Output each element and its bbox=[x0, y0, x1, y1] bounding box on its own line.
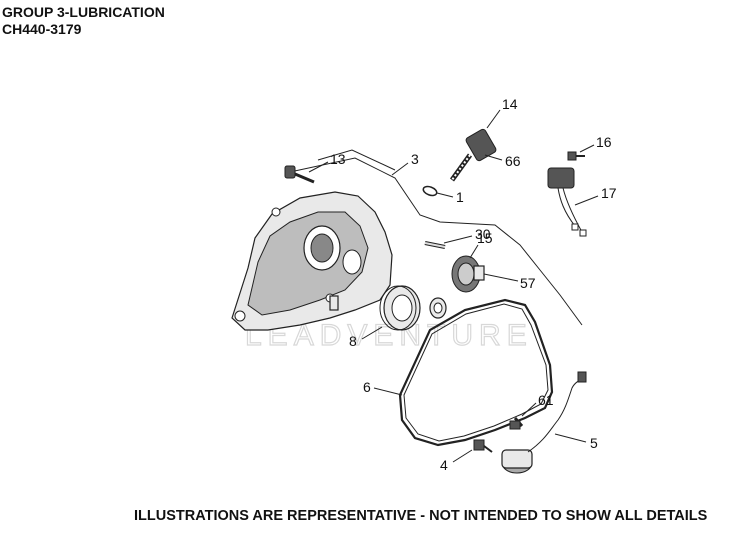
leader-15 bbox=[469, 244, 479, 259]
diagram-title: GROUP 3-LUBRICATION bbox=[2, 4, 165, 20]
callout-16: 16 bbox=[596, 134, 612, 150]
leader-57 bbox=[483, 273, 519, 282]
part-16-screw[interactable] bbox=[567, 151, 585, 161]
leader-6 bbox=[373, 387, 403, 396]
leader-3 bbox=[391, 162, 409, 176]
part-1-oring[interactable] bbox=[422, 185, 438, 197]
callout-66: 66 bbox=[505, 153, 521, 169]
callout-8: 8 bbox=[349, 333, 357, 349]
leader-8 bbox=[361, 326, 383, 340]
gasket-inner-edge bbox=[403, 303, 549, 442]
leader-30 bbox=[443, 235, 473, 244]
part-61-screw[interactable] bbox=[509, 417, 524, 430]
part-15-gear[interactable] bbox=[451, 255, 485, 293]
callout-14: 14 bbox=[502, 96, 518, 112]
leader-17 bbox=[574, 195, 599, 206]
part-8-bearing[interactable] bbox=[379, 285, 421, 331]
callout-15: 15 bbox=[477, 230, 493, 246]
part-14-sensor[interactable] bbox=[449, 128, 497, 182]
callout-6: 6 bbox=[363, 379, 371, 395]
part-13-bolt[interactable] bbox=[284, 165, 315, 184]
part-seal[interactable] bbox=[429, 297, 447, 319]
part-17-module[interactable] bbox=[547, 167, 587, 237]
model-number: CH440-3179 bbox=[2, 21, 82, 37]
part-6-gasket[interactable] bbox=[398, 298, 554, 447]
leader-61 bbox=[521, 402, 537, 417]
callout-1: 1 bbox=[456, 189, 464, 205]
assembly-outline-upper bbox=[317, 149, 396, 171]
part-30-pin[interactable] bbox=[424, 241, 446, 249]
callout-61: 61 bbox=[538, 392, 554, 408]
callout-13: 13 bbox=[330, 151, 346, 167]
leader-5 bbox=[554, 433, 587, 443]
leader-16 bbox=[579, 144, 595, 153]
leader-13 bbox=[308, 161, 329, 173]
assembly-outline bbox=[289, 157, 583, 326]
callout-30: 30 bbox=[475, 226, 491, 242]
callout-3: 3 bbox=[411, 151, 419, 167]
leader-14 bbox=[486, 109, 501, 129]
part-5-oil-sensor[interactable] bbox=[501, 371, 587, 474]
leader-1 bbox=[436, 192, 454, 198]
leader-66 bbox=[484, 154, 503, 161]
callout-5: 5 bbox=[590, 435, 598, 451]
callout-57: 57 bbox=[520, 275, 536, 291]
callout-17: 17 bbox=[601, 185, 617, 201]
part-4-bolt[interactable] bbox=[473, 439, 493, 453]
part-crankcase-cover[interactable] bbox=[231, 191, 393, 331]
leader-4 bbox=[452, 449, 473, 463]
disclaimer-footer: ILLUSTRATIONS ARE REPRESENTATIVE - NOT I… bbox=[134, 508, 708, 524]
callout-4: 4 bbox=[440, 457, 448, 473]
